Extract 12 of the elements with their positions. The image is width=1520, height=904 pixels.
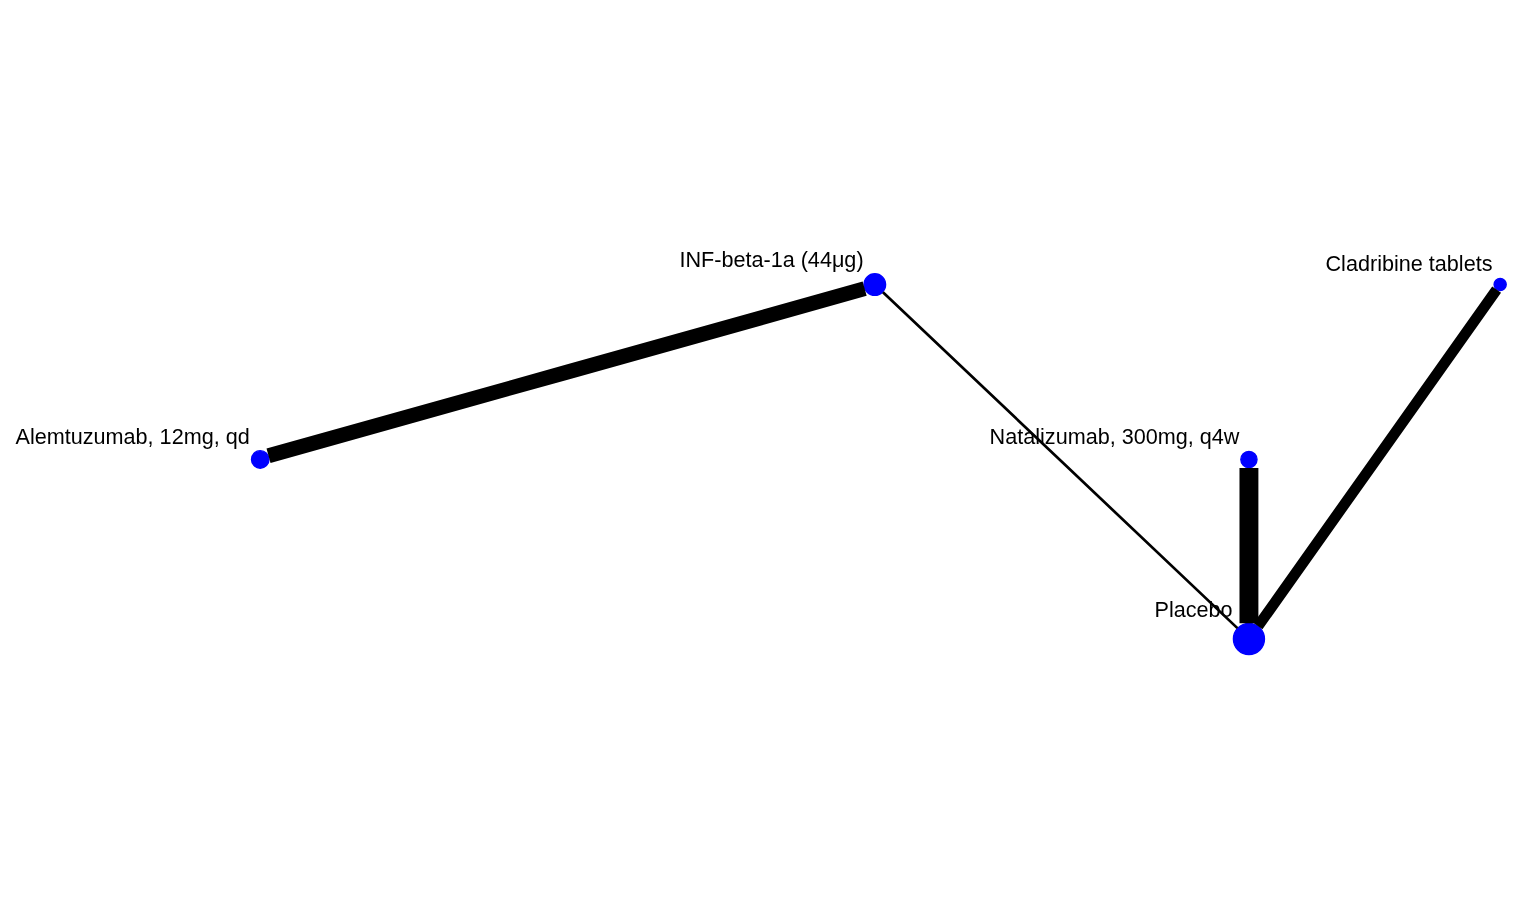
- node-label: Cladribine tablets: [1325, 251, 1493, 277]
- connector: [1239, 467, 1259, 624]
- node-circle: [250, 449, 270, 469]
- node-circle: [1493, 277, 1507, 292]
- node-circle: [863, 273, 887, 296]
- node-label: INF-beta-1a (44μg): [679, 246, 864, 272]
- connector: [882, 291, 1239, 630]
- node-circle: [1240, 450, 1258, 469]
- node-label: Alemtuzumab, 12mg, qd: [15, 423, 250, 449]
- connector: [266, 281, 867, 463]
- connector: [1253, 286, 1501, 630]
- node-circle: [1232, 622, 1266, 656]
